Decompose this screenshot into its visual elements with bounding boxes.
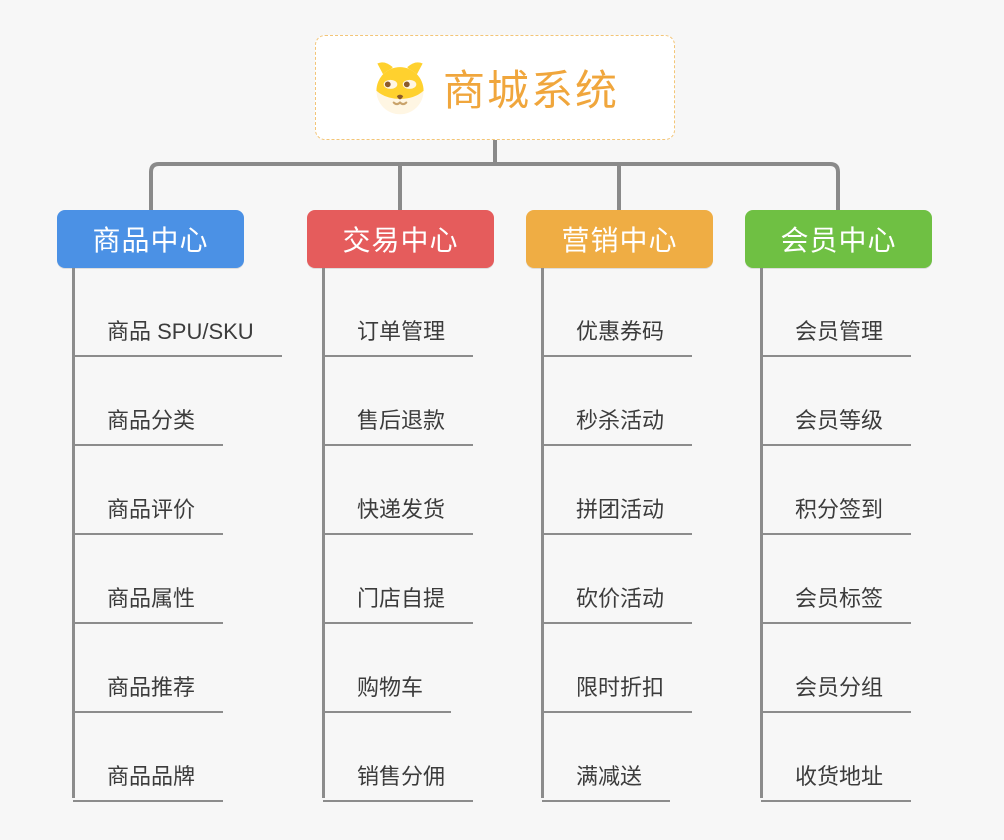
leaf-node: 商品属性 — [73, 535, 297, 624]
child-column-member: 会员管理 会员等级 积分签到 会员标签 会员分组 收货地址 — [745, 268, 985, 808]
trunk-line — [322, 268, 325, 798]
child-column-trade: 订单管理 售后退款 快递发货 门店自提 购物车 销售分佣 — [307, 268, 547, 808]
branch-node-marketing-center[interactable]: 营销中心 — [526, 210, 713, 268]
child-column-product: 商品 SPU/SKU 商品分类 商品评价 商品属性 商品推荐 商品品牌 — [57, 268, 297, 808]
leaf-node: 会员标签 — [761, 535, 985, 624]
leaf-label[interactable]: 订单管理 — [323, 314, 474, 357]
leaf-label[interactable]: 拼团活动 — [542, 492, 693, 535]
shiba-dog-icon — [376, 61, 424, 114]
leaf-node: 积分签到 — [761, 446, 985, 535]
leaf-node: 会员等级 — [761, 357, 985, 446]
leaf-label[interactable]: 收货地址 — [761, 759, 912, 802]
leaf-node: 砍价活动 — [542, 535, 766, 624]
leaf-node: 收货地址 — [761, 713, 985, 802]
leaf-node: 商品推荐 — [73, 624, 297, 713]
leaf-label[interactable]: 门店自提 — [323, 581, 474, 624]
leaf-label[interactable]: 商品评价 — [73, 492, 224, 535]
leaf-label[interactable]: 商品品牌 — [73, 759, 224, 802]
trunk-line — [72, 268, 75, 798]
leaf-label[interactable]: 商品推荐 — [73, 670, 224, 713]
leaf-node: 商品 SPU/SKU — [73, 268, 297, 357]
leaf-node: 拼团活动 — [542, 446, 766, 535]
branch-label: 会员中心 — [780, 225, 897, 256]
leaf-node: 商品评价 — [73, 446, 297, 535]
leaf-node: 门店自提 — [323, 535, 547, 624]
leaf-node: 售后退款 — [323, 357, 547, 446]
branch-label: 商品中心 — [92, 225, 209, 256]
leaf-node: 限时折扣 — [542, 624, 766, 713]
trunk-line — [541, 268, 544, 798]
leaf-label[interactable]: 满减送 — [542, 759, 671, 802]
leaf-label[interactable]: 秒杀活动 — [542, 403, 693, 446]
leaf-node: 销售分佣 — [323, 713, 547, 802]
root-node[interactable]: 商城系统 — [315, 35, 675, 140]
trunk-line — [760, 268, 763, 798]
leaf-node: 快递发货 — [323, 446, 547, 535]
leaf-label[interactable]: 会员分组 — [761, 670, 912, 713]
leaf-label[interactable]: 会员等级 — [761, 403, 912, 446]
leaf-label[interactable]: 砍价活动 — [542, 581, 693, 624]
leaf-node: 优惠券码 — [542, 268, 766, 357]
leaf-label[interactable]: 商品 SPU/SKU — [73, 314, 282, 357]
branch-node-product-center[interactable]: 商品中心 — [57, 210, 244, 268]
leaf-label[interactable]: 购物车 — [323, 670, 452, 713]
leaf-label[interactable]: 限时折扣 — [542, 670, 693, 713]
leaf-node: 订单管理 — [323, 268, 547, 357]
leaf-label[interactable]: 商品分类 — [73, 403, 224, 446]
leaf-label[interactable]: 会员管理 — [761, 314, 912, 357]
root-title: 商城系统 — [442, 67, 619, 114]
leaf-node: 满减送 — [542, 713, 766, 802]
branch-label: 营销中心 — [561, 225, 678, 256]
leaf-node: 秒杀活动 — [542, 357, 766, 446]
leaf-label[interactable]: 会员标签 — [761, 581, 912, 624]
leaf-label[interactable]: 商品属性 — [73, 581, 224, 624]
branch-node-member-center[interactable]: 会员中心 — [745, 210, 932, 268]
branch-node-trade-center[interactable]: 交易中心 — [307, 210, 494, 268]
leaf-node: 会员分组 — [761, 624, 985, 713]
leaf-node: 商品品牌 — [73, 713, 297, 802]
leaf-node: 购物车 — [323, 624, 547, 713]
leaf-node: 商品分类 — [73, 357, 297, 446]
leaf-label[interactable]: 快递发货 — [323, 492, 474, 535]
leaf-label[interactable]: 积分签到 — [761, 492, 912, 535]
leaf-label[interactable]: 优惠券码 — [542, 314, 693, 357]
branch-label: 交易中心 — [342, 225, 459, 256]
leaf-node: 会员管理 — [761, 268, 985, 357]
leaf-label[interactable]: 销售分佣 — [323, 759, 474, 802]
child-column-marketing: 优惠券码 秒杀活动 拼团活动 砍价活动 限时折扣 满减送 — [526, 268, 766, 808]
leaf-label[interactable]: 售后退款 — [323, 403, 474, 446]
